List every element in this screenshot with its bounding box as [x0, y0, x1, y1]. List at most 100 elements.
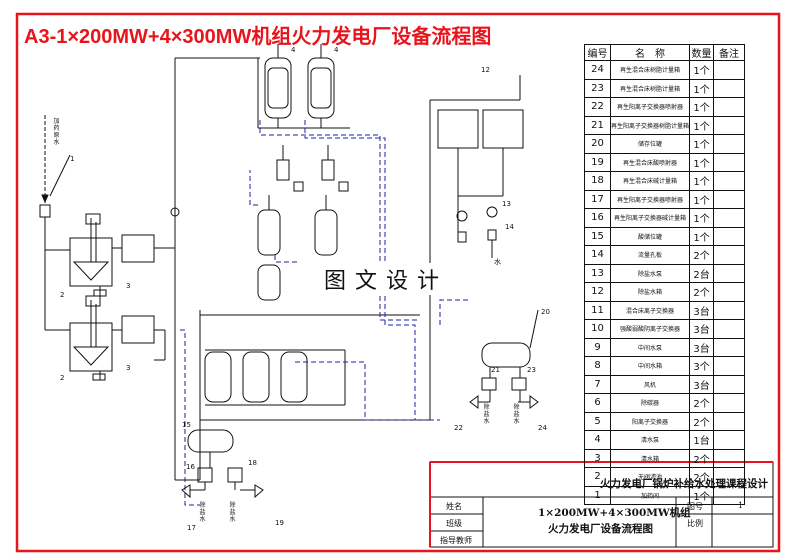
bom-cell-qty: 2个: [689, 448, 715, 468]
valveless-filter-1: [69, 213, 113, 297]
bom-cell-qty: 1个: [689, 97, 715, 117]
bom-cell-qty: 1个: [689, 115, 715, 135]
bom-cell-name: 清水泵: [609, 430, 691, 450]
bom-cell-qty: 1个: [689, 60, 715, 80]
bom-cell-qty: 1台: [689, 430, 715, 450]
bom-cell-no: 20: [584, 134, 611, 154]
bom-cell-qty: 1个: [689, 171, 715, 191]
bom-cell-remark: [713, 263, 746, 283]
course-title: 火力发电厂锅炉补给水处理课程设计: [600, 478, 768, 490]
bom-cell-name: 除盐水泵: [609, 263, 691, 283]
storage-tank-20: [481, 342, 531, 368]
bom-cell-qty: 3台: [689, 319, 715, 339]
bom-cell-remark: [713, 337, 746, 357]
valveless-filter-2: [69, 295, 113, 381]
regeneration-equipment-bottom: [181, 429, 264, 499]
bom-cell-no: 13: [584, 263, 611, 283]
bom-cell-no: 3: [584, 448, 611, 468]
demin-water-tanks: [437, 75, 524, 258]
bom-cell-qty: 1个: [689, 134, 715, 154]
bom-cell-no: 16: [584, 208, 611, 228]
regeneration-pipes: [180, 120, 470, 506]
bom-cell-remark: [713, 60, 746, 80]
dosing-room-box: [39, 204, 51, 218]
acid-storage-tank-15: [187, 429, 234, 453]
bom-cell-remark: [713, 448, 746, 468]
bom-cell-no: 10: [584, 319, 611, 339]
item-label: 3: [126, 282, 131, 290]
inlet-label: 加药原水: [53, 118, 60, 146]
pipe-label: 除盐水: [513, 404, 520, 425]
bom-cell-remark: [713, 300, 746, 320]
bom-cell-no: 7: [584, 374, 611, 394]
class-label: 班级: [446, 519, 462, 528]
item-label: 16: [186, 463, 195, 471]
bom-cell-name: 强酸弱酸阴离子交换器: [609, 319, 691, 339]
item-label: 18: [248, 459, 257, 467]
bom-cell-remark: [713, 189, 746, 209]
bom-cell-name: 再生阳离子交换器喷射器: [609, 97, 691, 117]
item-label: 15: [182, 421, 191, 429]
scale-label: 比例: [687, 519, 703, 528]
item-label: 13: [502, 200, 511, 208]
item-label: 12: [481, 66, 490, 74]
bom-header-name: 名 称: [609, 44, 691, 61]
inlet-and-filters: [39, 57, 260, 481]
bom-cell-name: 储存位罐: [609, 134, 691, 154]
item-label: 4: [334, 46, 339, 54]
drawing-no: 1: [738, 501, 744, 510]
item-label: 24: [538, 424, 547, 432]
bom-cell-remark: [713, 393, 746, 413]
item-label: 2: [60, 291, 65, 299]
item-label: 23: [527, 366, 536, 374]
bom-header-remark: 备注: [713, 44, 746, 61]
bom-cell-qty: 1个: [689, 208, 715, 228]
bom-cell-name: 酸储位罐: [609, 226, 691, 246]
demin-tank-1: [437, 109, 479, 149]
bom-cell-no: 6: [584, 393, 611, 413]
item-label: 21: [491, 366, 500, 374]
bom-cell-no: 21: [584, 115, 611, 135]
bom-cell-qty: 2个: [689, 411, 715, 431]
drawing-no-label: 图号: [687, 502, 703, 511]
name-label: 姓名: [446, 502, 462, 511]
bom-cell-name: 再生阳离子交换器碱计量箱: [609, 208, 691, 228]
bom-cell-remark: [713, 78, 746, 98]
bom-cell-remark: [713, 208, 746, 228]
item-label: 1: [70, 155, 75, 163]
bom-cell-remark: [713, 245, 746, 265]
bom-cell-remark: [713, 226, 746, 246]
bom-cell-name: 中间水泵: [609, 337, 691, 357]
bom-cell-name: 阳离子交换器: [609, 411, 691, 431]
bom-cell-remark: [713, 411, 746, 431]
bom-cell-qty: 2个: [689, 282, 715, 302]
bom-cell-remark: [713, 152, 746, 172]
item-label: 17: [187, 524, 196, 532]
clear-water-tank-2: [121, 315, 155, 344]
bom-cell-remark: [713, 171, 746, 191]
bom-cell-remark: [713, 374, 746, 394]
bom-cell-remark: [713, 430, 746, 450]
bom-cell-qty: 2个: [689, 393, 715, 413]
bom-cell-name: 再生混合床树脂计量箱: [609, 78, 691, 98]
bom-cell-qty: 1个: [689, 152, 715, 172]
bom-cell-no: 22: [584, 97, 611, 117]
pipe-label: 除盐水: [483, 404, 490, 425]
bom-cell-name: 再生阳离子交换器树脂计量箱: [609, 115, 691, 135]
